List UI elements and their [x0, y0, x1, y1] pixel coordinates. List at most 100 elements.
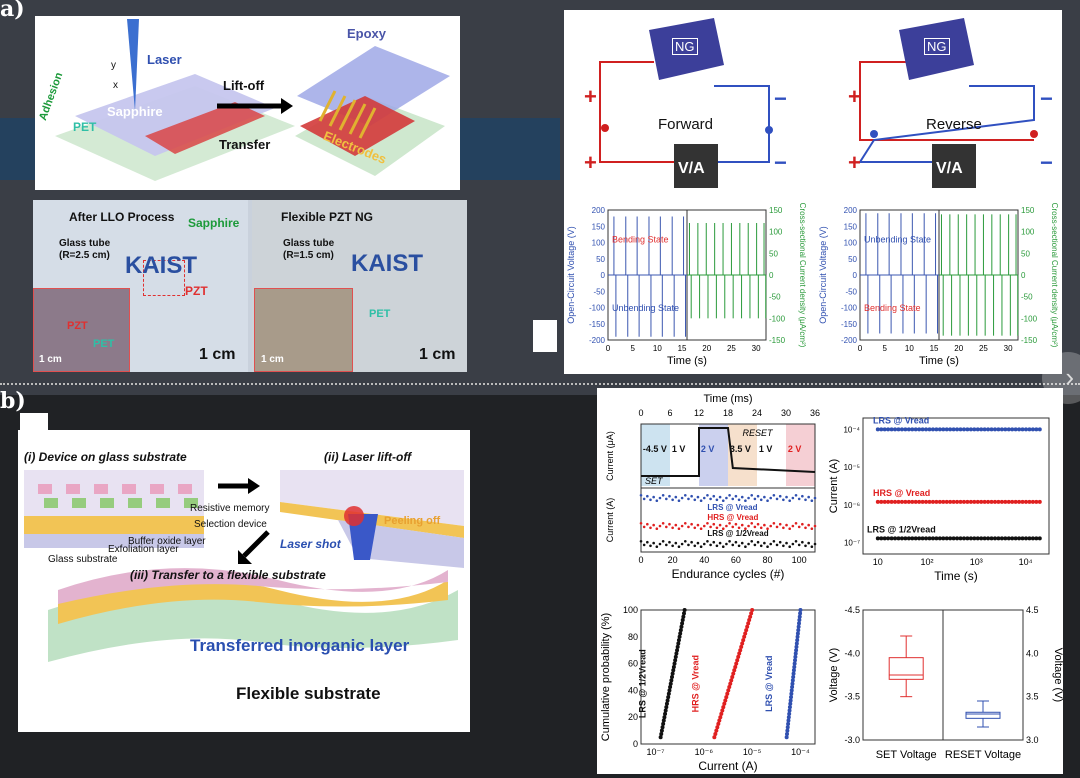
retention-point	[1003, 499, 1008, 504]
cdf-point	[670, 671, 675, 676]
sapphire-label: Sapphire	[107, 104, 163, 119]
retention-point	[913, 427, 918, 432]
endurance-point	[759, 544, 763, 548]
x2-axis-label: Time (ms)	[703, 393, 752, 405]
y-tick-label: 50	[596, 255, 605, 264]
x2-tick-label: 6	[667, 408, 672, 418]
retention-point	[875, 499, 880, 504]
retention-point	[1020, 499, 1025, 504]
axis-x-label: x	[113, 80, 118, 91]
cdf-point	[717, 718, 722, 723]
after-llo-title: After LLO Process	[69, 210, 175, 224]
endurance-point	[731, 543, 735, 547]
cdf-point	[736, 654, 741, 659]
retention-point	[975, 427, 980, 432]
endurance-point	[642, 525, 646, 529]
cdf-point	[724, 695, 729, 700]
endurance-point	[712, 522, 716, 526]
x2-tick-label: 0	[638, 408, 643, 418]
y-axis-label: Current (A)	[828, 459, 840, 513]
cdf-point	[733, 664, 738, 669]
chevron-right-icon[interactable]: ›	[1065, 362, 1074, 392]
retention-point	[899, 499, 904, 504]
section-divider	[0, 383, 1080, 385]
retention-point	[941, 427, 946, 432]
x-tick-label: 10⁻⁵	[743, 747, 762, 757]
endurance-point	[740, 541, 744, 545]
x-tick-label: 30	[752, 344, 761, 353]
kaist-text-right: KAIST	[351, 250, 423, 277]
y2-tick-label: 0	[1021, 271, 1026, 280]
cdf-point	[667, 688, 672, 693]
retention-point	[948, 427, 953, 432]
x-tick-label: 0	[858, 344, 863, 353]
endurance-point	[750, 540, 754, 543]
cdf-point	[789, 691, 794, 696]
retention-point	[1017, 427, 1022, 432]
cdf-point	[790, 681, 795, 686]
endurance-point	[785, 495, 788, 499]
ng-forward-chart: 200150100500-50-100-150-200150100500-50-…	[566, 203, 807, 367]
y-tick-label: 200	[592, 206, 606, 215]
meter-forward: V/A	[678, 160, 705, 177]
retention-point	[979, 536, 984, 541]
cdf-point	[738, 648, 743, 653]
x-tick-label: 0	[606, 344, 611, 353]
endurance-point	[772, 540, 776, 543]
cdf-point	[792, 661, 797, 666]
retention-point	[934, 427, 939, 432]
endurance-point	[807, 495, 810, 499]
cdf-point	[658, 735, 663, 740]
cdf-point	[662, 715, 667, 720]
plus-forward-bottom: +	[584, 150, 597, 175]
endurance-point	[674, 495, 678, 499]
cdf-point	[787, 708, 792, 713]
pulse-label: 2 V	[788, 444, 802, 454]
retention-point	[1020, 536, 1025, 541]
x-tick-label: 10³	[970, 557, 983, 567]
y2-tick-label: -150	[1021, 336, 1038, 345]
cdf-point	[675, 648, 680, 653]
retention-point	[930, 536, 935, 541]
cdf-point	[730, 675, 735, 679]
cdf-point	[678, 631, 683, 636]
carousel-next-button[interactable]	[1042, 352, 1080, 404]
endurance-point	[658, 524, 662, 528]
retention-point	[958, 499, 963, 504]
endurance-point	[652, 541, 655, 545]
scale-bar-big-right: 1 cm	[419, 346, 456, 363]
cdf-point	[750, 608, 755, 612]
endurance-point	[772, 522, 776, 525]
radius-left: (R=2.5 cm)	[59, 250, 110, 261]
y2-tick-label: 3.0	[1026, 735, 1039, 745]
x-tick-label: 80	[763, 555, 773, 565]
endurance-point	[759, 498, 763, 502]
plus-reverse-top: +	[848, 84, 861, 109]
endurance-point	[661, 494, 665, 497]
endurance-point	[763, 541, 766, 545]
cdf-point	[681, 611, 686, 616]
retention-point	[934, 499, 939, 504]
endurance-point	[702, 524, 706, 528]
retention-point	[972, 427, 977, 432]
endurance-point	[753, 543, 757, 547]
endurance-point	[782, 544, 785, 548]
retention-point	[889, 427, 894, 432]
endurance-point	[690, 494, 693, 498]
x-tick-label: 10	[905, 344, 914, 353]
endurance-point	[753, 525, 757, 529]
y2-axis-label: Cross-sectional Current density (μA/cm²)	[798, 203, 807, 348]
retention-point	[875, 427, 880, 432]
cdf-point	[786, 718, 791, 723]
retention-point	[1024, 499, 1029, 504]
retention-point	[1024, 427, 1029, 432]
retention-point	[913, 499, 918, 504]
endurance-point	[721, 545, 725, 548]
endurance-point	[721, 499, 725, 502]
circuit-diagrams	[599, 18, 1038, 188]
x-tick-label: 10	[873, 557, 883, 567]
retention-point	[1037, 427, 1042, 432]
y-tick-label: 60	[628, 659, 638, 669]
endurance-point	[740, 495, 744, 499]
minus-forward-bottom: −	[774, 150, 787, 175]
